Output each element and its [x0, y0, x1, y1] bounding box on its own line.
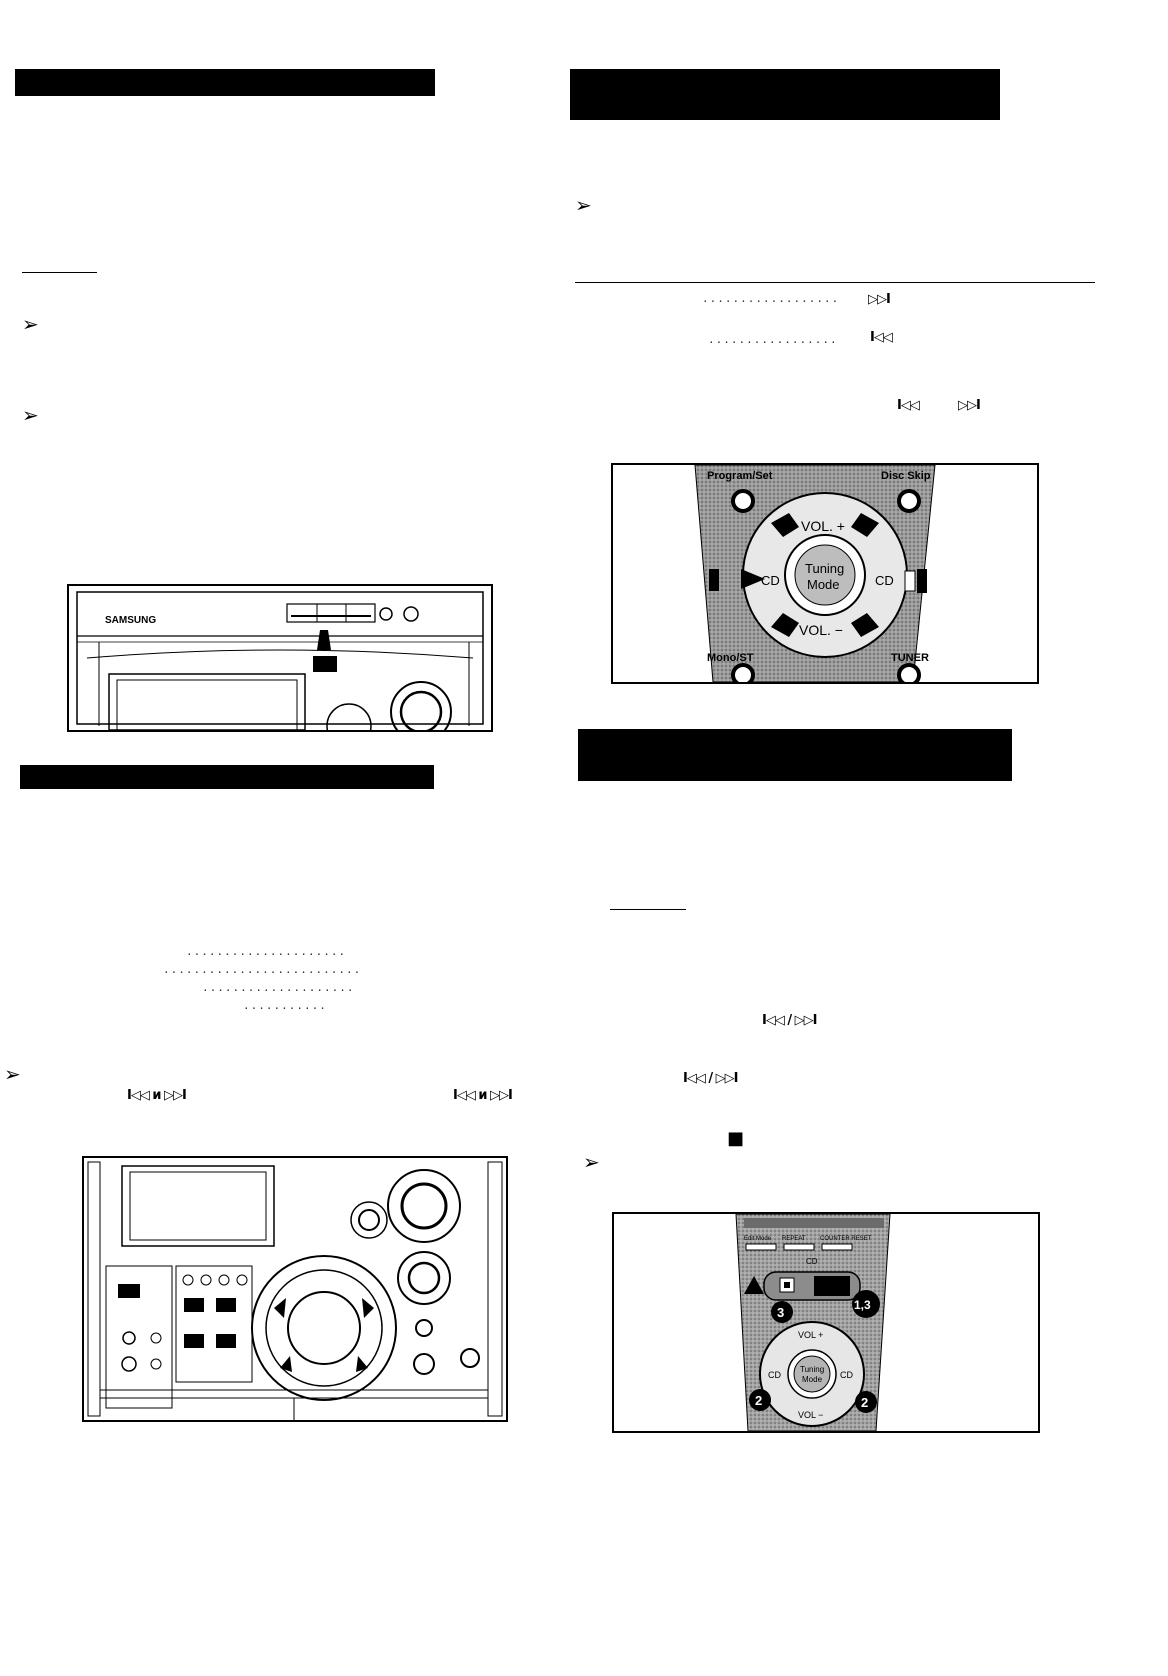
skip-prev-next-icon: I◁◁ и ▷▷I — [453, 1088, 513, 1103]
counter-reset-label: COUNTER RESET — [820, 1236, 872, 1242]
section-header-bar-4 — [578, 729, 1012, 781]
leader-dots: ........... — [243, 999, 327, 1012]
skip-prev-icon: I◁◁ — [870, 330, 893, 345]
skip-prev-next-icon: I◁◁ и ▷▷I — [127, 1088, 187, 1103]
section-header-bar-3 — [570, 69, 1000, 120]
leader-dots: ..................... — [186, 945, 347, 958]
cd-prev-key-label-2: CD — [768, 1370, 781, 1380]
arrowhead-bullet-icon: ➢ — [575, 193, 592, 217]
remote-control-program-illustration: Edit Mode REPEAT COUNTER RESET CD 3 1,3 … — [612, 1212, 1040, 1433]
tuner-label: TUNER — [891, 652, 929, 664]
subheading-underline-2 — [610, 909, 686, 910]
stop-square-icon: ■ — [727, 1128, 744, 1149]
cd-section-label: CD — [806, 1257, 818, 1266]
leader-dots: ................. — [708, 333, 838, 346]
skip-prev-next-icon: I◁◁ / ▷▷I — [762, 1013, 817, 1028]
section-header-bar-1 — [15, 69, 435, 96]
vol-down-label-2: VOL − — [798, 1410, 823, 1420]
leader-dots: .................... — [202, 981, 355, 994]
leader-dots: .................. — [702, 292, 840, 305]
section-divider — [575, 282, 1095, 283]
mono-st-label: Mono/ST — [707, 652, 754, 664]
callout-next: 1,3 — [854, 1298, 871, 1312]
tuning-label-2: Tuning — [800, 1365, 824, 1374]
callout-stop: 3 — [777, 1305, 784, 1320]
subheading-underline-1 — [22, 272, 97, 273]
arrowhead-bullet-icon: ➢ — [583, 1150, 600, 1174]
cd-prev-key-label: CD — [761, 573, 780, 588]
arrowhead-bullet-icon: ➢ — [22, 312, 39, 336]
leader-dots: .......................... — [163, 963, 362, 976]
skip-next-icon: ▷▷I — [958, 398, 981, 413]
skip-next-icon: ▷▷I — [868, 292, 891, 307]
disc-skip-label: Disc Skip — [881, 470, 931, 482]
tuning-mode-label-1: Tuning — [805, 561, 844, 576]
skip-prev-icon: I◁◁ — [897, 398, 920, 413]
arrowhead-bullet-icon: ➢ — [4, 1062, 21, 1086]
repeat-label: REPEAT — [782, 1236, 806, 1242]
vol-up-label-2: VOL + — [798, 1330, 823, 1340]
front-panel-disc-tray-illustration: SAMSUNG — [67, 584, 493, 732]
section-header-bar-2 — [20, 765, 434, 789]
cd-next-key-label-2: CD — [840, 1370, 853, 1380]
program-set-label: Program/Set — [707, 470, 773, 482]
vol-up-label: VOL. + — [801, 518, 845, 534]
callout-right: 2 — [861, 1395, 868, 1410]
vol-down-label: VOL. − — [799, 622, 843, 638]
arrowhead-bullet-icon: ➢ — [22, 403, 39, 427]
cd-next-key-label: CD — [875, 573, 894, 588]
edit-mode-label: Edit Mode — [744, 1236, 772, 1242]
mode-label-2: Mode — [802, 1375, 823, 1384]
brand-logo-text: SAMSUNG — [105, 615, 156, 626]
remote-control-skip-illustration: Program/Set Disc Skip VOL. + VOL. − Tuni… — [611, 463, 1039, 684]
callout-left: 2 — [755, 1393, 762, 1408]
skip-prev-next-icon: I◁◁ / ▷▷I — [683, 1071, 738, 1086]
front-panel-controls-illustration — [82, 1156, 508, 1422]
tuning-mode-label-2: Mode — [807, 577, 840, 592]
